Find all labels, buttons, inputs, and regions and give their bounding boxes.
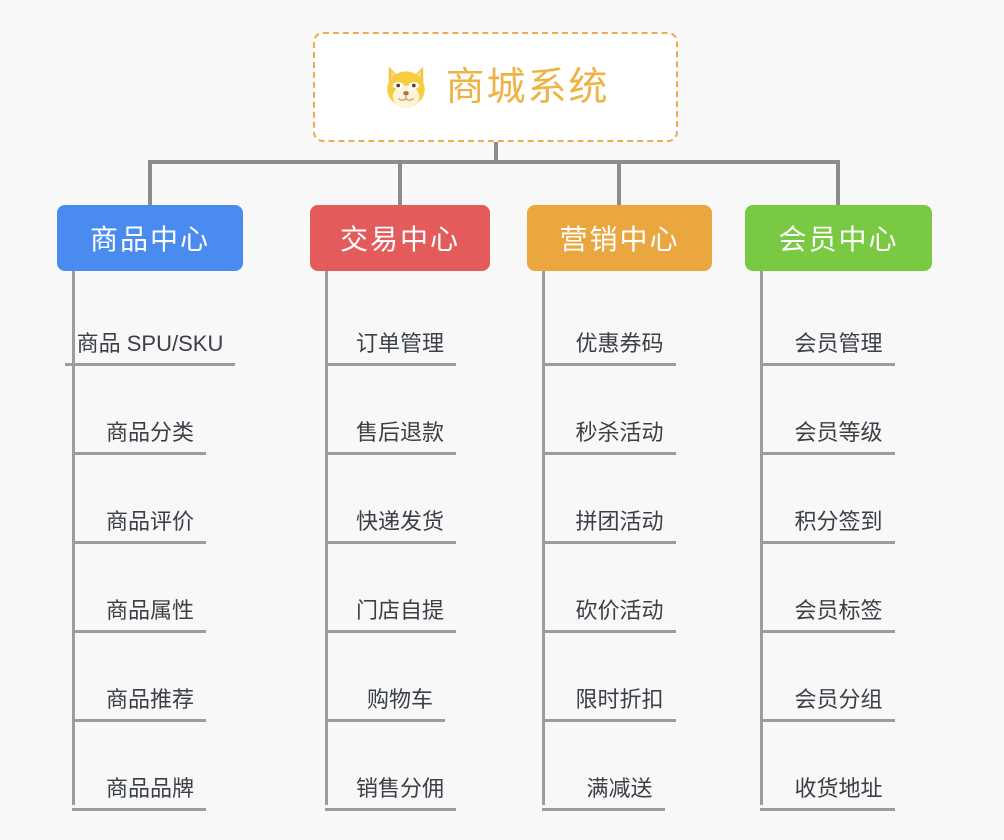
leaf-spine-4 <box>760 271 763 805</box>
branch-drop-connector-1 <box>148 160 152 205</box>
leaf-item[interactable]: 拼团活动 <box>527 455 712 544</box>
leaf-spine-3 <box>542 271 545 805</box>
leaf-label: 收货地址 <box>782 776 895 811</box>
leaf-item[interactable]: 商品属性 <box>57 544 243 633</box>
leaf-label: 拼团活动 <box>563 509 676 544</box>
leaf-label: 商品推荐 <box>93 687 206 722</box>
leaf-item[interactable]: 购物车 <box>310 633 490 722</box>
leaf-item[interactable]: 商品 SPU/SKU <box>57 277 243 366</box>
leaf-item[interactable]: 优惠券码 <box>527 277 712 366</box>
branch-drop-connector-3 <box>617 160 621 205</box>
leaf-item[interactable]: 商品推荐 <box>57 633 243 722</box>
leaf-item[interactable]: 满减送 <box>527 722 712 811</box>
leaf-item[interactable]: 收货地址 <box>745 722 932 811</box>
branch-drop-connector-4 <box>836 160 840 205</box>
leaf-item[interactable]: 订单管理 <box>310 277 490 366</box>
leaf-label: 满减送 <box>574 776 665 811</box>
leaf-item[interactable]: 会员管理 <box>745 277 932 366</box>
leaf-label: 砍价活动 <box>563 598 676 633</box>
leaf-item[interactable]: 积分签到 <box>745 455 932 544</box>
leaf-item[interactable]: 秒杀活动 <box>527 366 712 455</box>
leaf-item[interactable]: 商品品牌 <box>57 722 243 811</box>
leaf-label: 商品评价 <box>93 509 206 544</box>
branch-column-4: 会员中心 会员管理 会员等级 积分签到 会员标签 会员分组 <box>745 205 932 811</box>
leaf-label: 订单管理 <box>343 331 456 366</box>
leaf-label: 秒杀活动 <box>563 420 676 455</box>
branch-column-2: 交易中心 订单管理 售后退款 快递发货 门店自提 购物车 <box>310 205 490 811</box>
shiba-dog-icon <box>387 66 426 109</box>
leaf-item[interactable]: 售后退款 <box>310 366 490 455</box>
leaf-label: 购物车 <box>354 687 445 722</box>
branch-drop-connector-2 <box>398 160 402 205</box>
leaf-label: 门店自提 <box>343 598 456 633</box>
leaf-item[interactable]: 会员标签 <box>745 544 932 633</box>
leaf-label: 商品分类 <box>93 420 206 455</box>
leaf-label: 限时折扣 <box>563 687 676 722</box>
leaf-item[interactable]: 快递发货 <box>310 455 490 544</box>
leaf-label: 商品 SPU/SKU <box>64 331 236 366</box>
leaf-item[interactable]: 会员分组 <box>745 633 932 722</box>
leaf-label: 售后退款 <box>343 420 456 455</box>
branch-header-4[interactable]: 会员中心 <box>745 205 932 271</box>
branch-leaf-list-4: 会员管理 会员等级 积分签到 会员标签 会员分组 收货地址 <box>745 271 932 811</box>
branch-leaf-list-3: 优惠券码 秒杀活动 拼团活动 砍价活动 限时折扣 满减送 <box>527 271 712 811</box>
leaf-label: 商品属性 <box>93 598 206 633</box>
leaf-label: 会员管理 <box>782 331 895 366</box>
leaf-item[interactable]: 门店自提 <box>310 544 490 633</box>
leaf-item[interactable]: 商品分类 <box>57 366 243 455</box>
branch-header-1[interactable]: 商品中心 <box>57 205 243 271</box>
branch-column-3: 营销中心 优惠券码 秒杀活动 拼团活动 砍价活动 限时折扣 <box>527 205 712 811</box>
leaf-label: 会员标签 <box>782 598 895 633</box>
branch-header-3[interactable]: 营销中心 <box>527 205 712 271</box>
leaf-label: 销售分佣 <box>343 776 456 811</box>
branch-leaf-list-1: 商品 SPU/SKU 商品分类 商品评价 商品属性 商品推荐 商品品牌 <box>57 271 243 811</box>
horizontal-bus-connector <box>150 160 840 164</box>
leaf-label: 快递发货 <box>343 509 456 544</box>
branch-header-2[interactable]: 交易中心 <box>310 205 490 271</box>
branch-column-1: 商品中心 商品 SPU/SKU 商品分类 商品评价 商品属性 商品推荐 <box>57 205 243 811</box>
root-node-title: 商城系统 <box>445 65 610 109</box>
root-stem-connector <box>494 142 498 164</box>
leaf-label: 会员等级 <box>782 420 895 455</box>
leaf-spine-2 <box>325 271 328 805</box>
leaf-item[interactable]: 商品评价 <box>57 455 243 544</box>
leaf-item[interactable]: 销售分佣 <box>310 722 490 811</box>
leaf-item[interactable]: 砍价活动 <box>527 544 712 633</box>
leaf-label: 会员分组 <box>782 687 895 722</box>
branch-leaf-list-2: 订单管理 售后退款 快递发货 门店自提 购物车 销售分佣 <box>310 271 490 811</box>
root-node-shop-system[interactable]: 商城系统 <box>313 32 678 142</box>
leaf-label: 积分签到 <box>782 509 895 544</box>
leaf-item[interactable]: 限时折扣 <box>527 633 712 722</box>
leaf-label: 商品品牌 <box>93 776 206 811</box>
leaf-label: 优惠券码 <box>563 331 676 366</box>
leaf-spine-1 <box>72 271 75 805</box>
leaf-item[interactable]: 会员等级 <box>745 366 932 455</box>
